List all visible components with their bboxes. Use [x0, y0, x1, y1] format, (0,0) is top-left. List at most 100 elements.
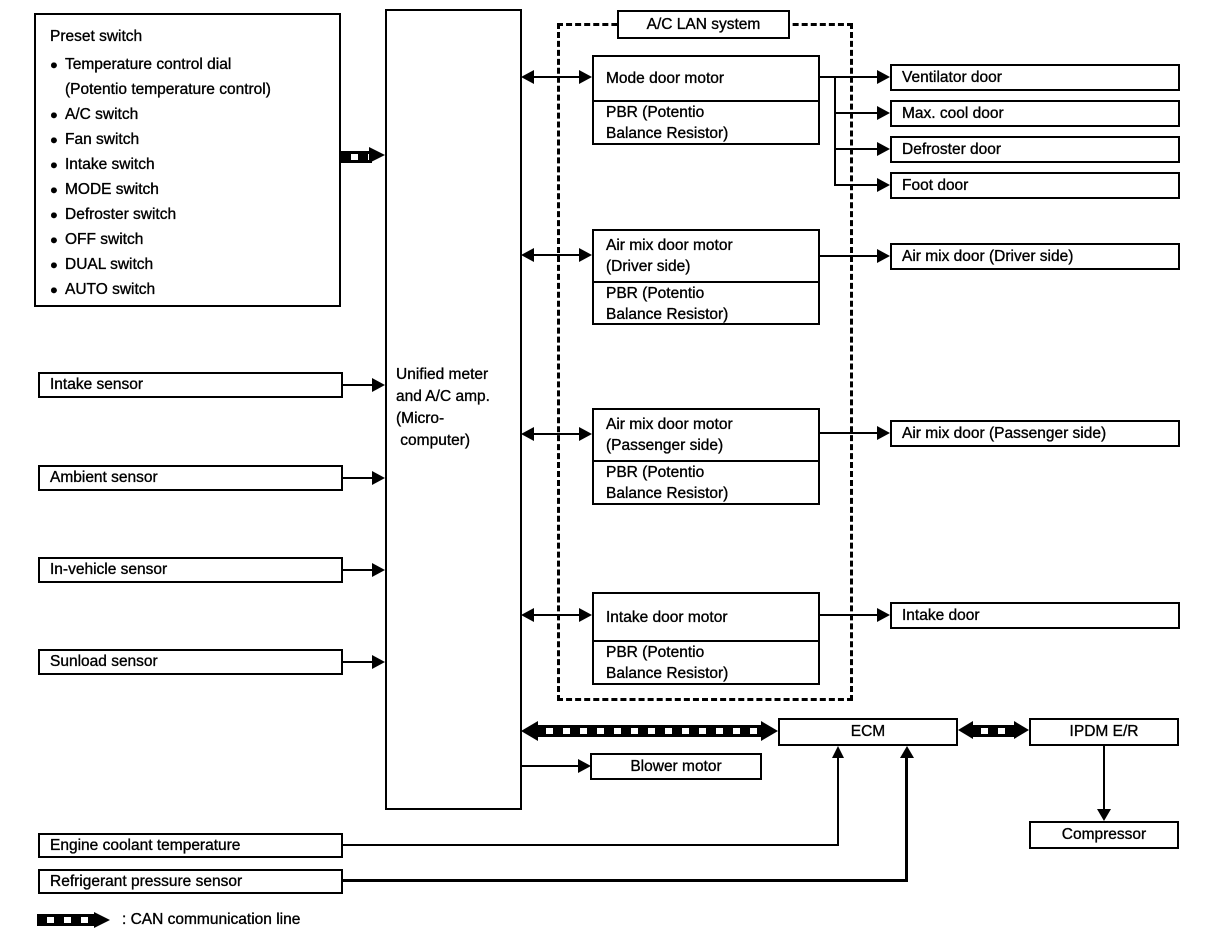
preset-item: ●A/C switch [50, 102, 329, 127]
airmix-passenger-door-label: Air mix door (Passenger side) [902, 424, 1107, 442]
in-vehicle-sensor-line [343, 569, 374, 571]
intake-door-motor-box: Intake door motor PBR (Potentio Balance … [592, 592, 820, 685]
refrigerant-arrowhead [900, 746, 914, 758]
amp-blower-line [521, 765, 579, 767]
blower-motor-label: Blower motor [630, 757, 722, 775]
preset-item: ●Fan switch [50, 127, 329, 152]
airmix-passenger-door-arrowhead [877, 426, 890, 440]
amp-airmix-passenger-line [527, 433, 587, 435]
sunload-sensor-line [343, 661, 374, 663]
preset-item: ●Intake switch [50, 152, 329, 177]
bullet-icon: ● [50, 232, 58, 247]
airmix-passenger-door-box: Air mix door (Passenger side) [890, 420, 1180, 447]
amp-ecm-arrowhead-left [521, 721, 538, 741]
airmix-driver-motor-label: Air mix door motor (Driver side) [594, 231, 818, 283]
ipdm-box: IPDM E/R [1029, 718, 1179, 746]
airmix-passenger-door-line [820, 432, 878, 434]
engine-coolant-hline [343, 844, 839, 846]
airmix-driver-door-label: Air mix door (Driver side) [902, 247, 1074, 265]
amp-airmix-driver-arrowhead-left [521, 248, 534, 262]
blower-arrowhead [578, 759, 591, 773]
preset-to-amp-arrowhead [369, 147, 385, 163]
max-cool-door-box: Max. cool door [890, 100, 1180, 127]
sunload-sensor-label: Sunload sensor [50, 653, 158, 670]
amp-airmix-driver-line [527, 254, 587, 256]
airmix-driver-door-arrowhead [877, 249, 890, 263]
ventilator-door-box: Ventilator door [890, 64, 1180, 91]
preset-item: ●Defroster switch [50, 202, 329, 227]
blower-motor-box: Blower motor [590, 753, 762, 780]
preset-switch-panel: Preset switch ●Temperature control dial … [34, 13, 341, 307]
ecm-box: ECM [778, 718, 958, 746]
ac-lan-label: A/C LAN system [646, 15, 761, 33]
ecm-ipdm-arrowhead-left [958, 721, 973, 739]
ipdm-compressor-line [1103, 746, 1105, 812]
foot-door-box: Foot door [890, 172, 1180, 199]
airmix-passenger-motor-label: Air mix door motor (Passenger side) [594, 410, 818, 462]
preset-item: ●DUAL switch [50, 252, 329, 277]
sunload-sensor-box: Sunload sensor [38, 649, 343, 675]
preset-item: ●Temperature control dial (Potentio temp… [50, 52, 329, 102]
intake-door-motor-label: Intake door motor [594, 594, 818, 642]
intake-door-arrowhead [877, 608, 890, 622]
bullet-icon: ● [50, 282, 58, 297]
amp-airmix-passenger-arrowhead-left [521, 427, 534, 441]
refrigerant-pressure-box: Refrigerant pressure sensor [38, 869, 343, 894]
defroster-door-box: Defroster door [890, 136, 1180, 163]
in-vehicle-sensor-arrowhead [372, 563, 385, 577]
ambient-sensor-arrowhead [372, 471, 385, 485]
mode-bus-vertical [834, 76, 836, 186]
legend-can-line [37, 914, 95, 926]
ambient-sensor-label: Ambient sensor [50, 469, 158, 486]
amp-intake-motor-arrowhead-right [579, 608, 592, 622]
mode-bus-line-foot [834, 184, 878, 186]
intake-door-line [820, 614, 878, 616]
intake-sensor-label: Intake sensor [50, 376, 144, 393]
preset-item: ●AUTO switch [50, 277, 329, 302]
compressor-box: Compressor [1029, 821, 1179, 849]
maxcool-arrowhead [877, 106, 890, 120]
intake-door-box: Intake door [890, 602, 1180, 629]
engine-coolant-label: Engine coolant temperature [50, 836, 241, 854]
amp-mode-arrowhead-right [579, 70, 592, 84]
amp-intake-motor-arrowhead-left [521, 608, 534, 622]
amp-mode-line [527, 76, 587, 78]
preset-item: ●MODE switch [50, 177, 329, 202]
preset-switch-list: ●Temperature control dial (Potentio temp… [50, 52, 329, 302]
in-vehicle-sensor-box: In-vehicle sensor [38, 557, 343, 583]
airmix-driver-door-line [820, 255, 878, 257]
engine-coolant-vline [837, 756, 839, 846]
bullet-icon: ● [50, 157, 58, 172]
ambient-sensor-box: Ambient sensor [38, 465, 343, 491]
compressor-label: Compressor [1061, 826, 1147, 843]
airmix-driver-door-box: Air mix door (Driver side) [890, 243, 1180, 270]
intake-door-label: Intake door [902, 606, 980, 624]
engine-coolant-box: Engine coolant temperature [38, 833, 343, 858]
airmix-passenger-motor-pbr-label: PBR (Potentio Balance Resistor) [606, 464, 729, 502]
intake-sensor-line [343, 384, 374, 386]
airmix-driver-motor-pbr-label: PBR (Potentio Balance Resistor) [606, 285, 729, 323]
legend-can-arrowhead [94, 912, 110, 928]
defroster-arrowhead [877, 142, 890, 156]
amp-ecm-arrowhead-right [761, 721, 778, 741]
foot-arrowhead [877, 178, 890, 192]
sunload-sensor-arrowhead [372, 655, 385, 669]
refrigerant-hline [343, 879, 908, 882]
airmix-driver-motor-box: Air mix door motor (Driver side) PBR (Po… [592, 229, 820, 325]
foot-door-label: Foot door [902, 176, 969, 194]
ecm-label: ECM [850, 723, 886, 740]
defroster-door-label: Defroster door [902, 140, 1002, 158]
preset-to-amp-can-line [341, 151, 372, 163]
refrigerant-vline [905, 756, 908, 882]
amp-airmix-driver-arrowhead-right [579, 248, 592, 262]
compressor-arrowhead [1097, 809, 1111, 821]
mode-door-motor-pbr-label: PBR (Potentio Balance Resistor) [606, 104, 729, 142]
airmix-passenger-motor-box: Air mix door motor (Passenger side) PBR … [592, 408, 820, 505]
amp-intake-motor-line [527, 614, 587, 616]
ac-lan-label-box: A/C LAN system [617, 10, 790, 39]
mode-door-motor-label: Mode door motor [594, 57, 818, 102]
bullet-icon: ● [50, 207, 58, 222]
ambient-sensor-line [343, 477, 374, 479]
ventilator-arrowhead [877, 70, 890, 84]
ecm-ipdm-arrowhead-right [1014, 721, 1029, 739]
